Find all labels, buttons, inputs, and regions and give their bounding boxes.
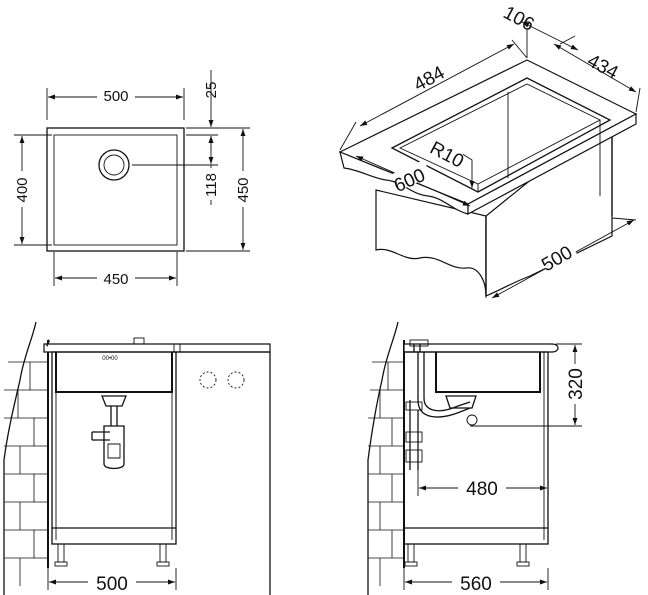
- dim-width-outer: 500: [103, 88, 128, 105]
- side-bowl: [435, 352, 541, 393]
- front-countertop: [43, 343, 271, 353]
- front-bowl: [55, 352, 173, 393]
- side-cabinet: [403, 351, 549, 545]
- dim-front-cabinet: 500: [96, 574, 128, 595]
- dim-rim-width: 106: [500, 2, 538, 35]
- iso-cabinet: [375, 189, 487, 297]
- dim-drain-offset: 118: [203, 173, 220, 197]
- svg-text:00•00: 00•00: [102, 356, 118, 362]
- side-countertop: [403, 343, 559, 353]
- drain-circle: [98, 149, 130, 181]
- dim-side-depth: 560: [460, 574, 492, 595]
- front-view: 00•00 500: [3, 321, 271, 595]
- drain-inner: [103, 154, 125, 176]
- dim-side-height: 320: [566, 368, 587, 400]
- dim-drain-distance: 480: [466, 479, 498, 500]
- dim-height-outer: 450: [235, 177, 252, 202]
- dim-height-inner: 400: [14, 177, 31, 202]
- top-view: 500 450 400 450 25 118: [14, 70, 252, 288]
- dim-rim-offset: 25: [203, 82, 220, 99]
- dim-back-depth: 434: [584, 50, 622, 84]
- side-view: 320 480 560: [367, 321, 587, 595]
- dim-length: 484: [410, 62, 448, 96]
- sink-outline: [46, 127, 185, 252]
- iso-view: 106 434 484 600 R10 500: [338, 2, 641, 299]
- bowl-outline: [53, 134, 178, 246]
- dim-width-inner: 450: [103, 271, 128, 288]
- front-cabinet: [51, 351, 177, 545]
